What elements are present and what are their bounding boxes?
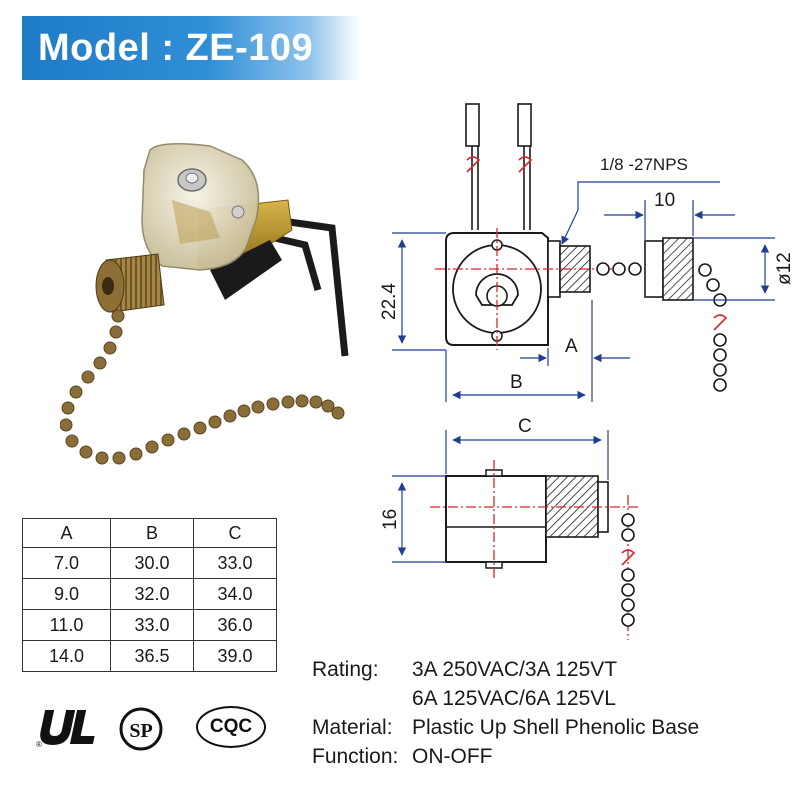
table-row: 14.0 36.5 39.0: [22, 640, 277, 672]
dim-10-label: 10: [654, 190, 675, 211]
svg-text:SP: SP: [129, 720, 152, 742]
table-header: B: [110, 518, 194, 548]
technical-drawing: 1/8 -27NPS 10 ø12 22.4 A B C 16: [379, 103, 795, 640]
table-cell: 36.0: [193, 609, 277, 641]
table-cell: 9.0: [22, 578, 111, 610]
function-value: ON-OFF: [412, 745, 493, 768]
rating-value-2: 6A 125VAC/6A 125VL: [412, 687, 616, 710]
table-cell: 33.0: [110, 609, 194, 641]
table-row: 11.0 33.0 36.0: [22, 609, 277, 641]
table-cell: 14.0: [22, 640, 111, 672]
function-label: Function:: [312, 745, 399, 768]
csa-icon: SP: [119, 707, 163, 751]
dim-b-label: B: [510, 372, 523, 393]
rating-label: Rating:: [312, 658, 379, 681]
dim-a-label: A: [565, 336, 578, 357]
product-photo: [60, 143, 349, 465]
dim-22-4-label: 22.4: [379, 283, 400, 320]
svg-text:®: ®: [36, 740, 42, 748]
ul-recognized-icon: ®: [36, 710, 95, 748]
thread-label: 1/8 -27NPS: [600, 155, 688, 174]
model-title: Model : ZE-109: [38, 27, 314, 69]
cqc-mark: CQC: [196, 706, 266, 748]
dim-c-label: C: [518, 416, 532, 437]
table-header-row: A B C: [22, 518, 277, 548]
material-value: Plastic Up Shell Phenolic Base: [412, 716, 700, 739]
table-cell: 7.0: [22, 547, 111, 579]
table-row: 9.0 32.0 34.0: [22, 578, 277, 610]
material-label: Material:: [312, 716, 393, 739]
table-cell: 36.5: [110, 640, 194, 672]
table-cell: 32.0: [110, 578, 194, 610]
table-row: 7.0 30.0 33.0: [22, 547, 277, 579]
table-cell: 33.0: [193, 547, 277, 579]
dimension-table: A B C 7.0 30.0 33.0 9.0 32.0 34.0 11.0 3…: [22, 518, 277, 672]
table-cell: 30.0: [110, 547, 194, 579]
table-header: A: [22, 518, 111, 548]
table-cell: 11.0: [22, 609, 111, 641]
rating-value-1: 3A 250VAC/3A 125VT: [412, 658, 618, 681]
dim-16-label: 16: [380, 509, 401, 530]
table-cell: 34.0: [193, 578, 277, 610]
cqc-label: CQC: [209, 716, 253, 737]
dim-dia12-label: ø12: [774, 252, 795, 285]
model-banner: Model : ZE-109: [22, 16, 360, 80]
table-header: C: [193, 518, 277, 548]
table-cell: 39.0: [193, 640, 277, 672]
